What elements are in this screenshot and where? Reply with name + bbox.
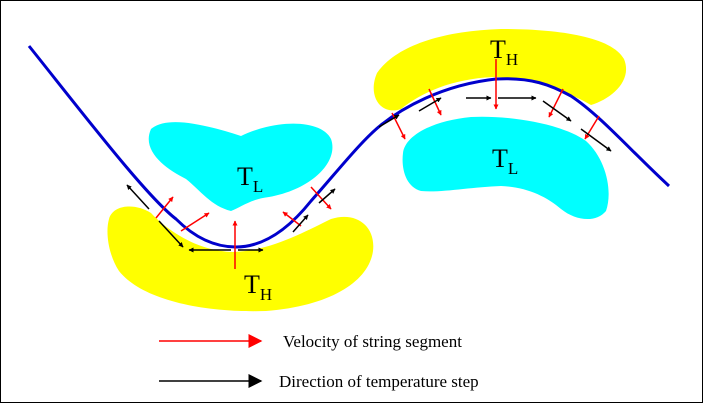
cold-region-right [402, 116, 609, 220]
hot-region-left [107, 206, 374, 312]
cold-label-left: TL [237, 162, 263, 196]
cold-region-left [148, 122, 333, 211]
legend-direction-label: Direction of temperature step [279, 372, 479, 391]
cold-label-right: TL [492, 144, 518, 178]
legend-velocity-label: Velocity of string segment [283, 332, 462, 351]
legend: Velocity of string segment Direction of … [159, 332, 479, 391]
string-curve [27, 45, 671, 249]
hot-label-right: TH [490, 35, 518, 69]
hot-label-left: TH [244, 270, 272, 304]
direction-arrows [126, 95, 612, 253]
